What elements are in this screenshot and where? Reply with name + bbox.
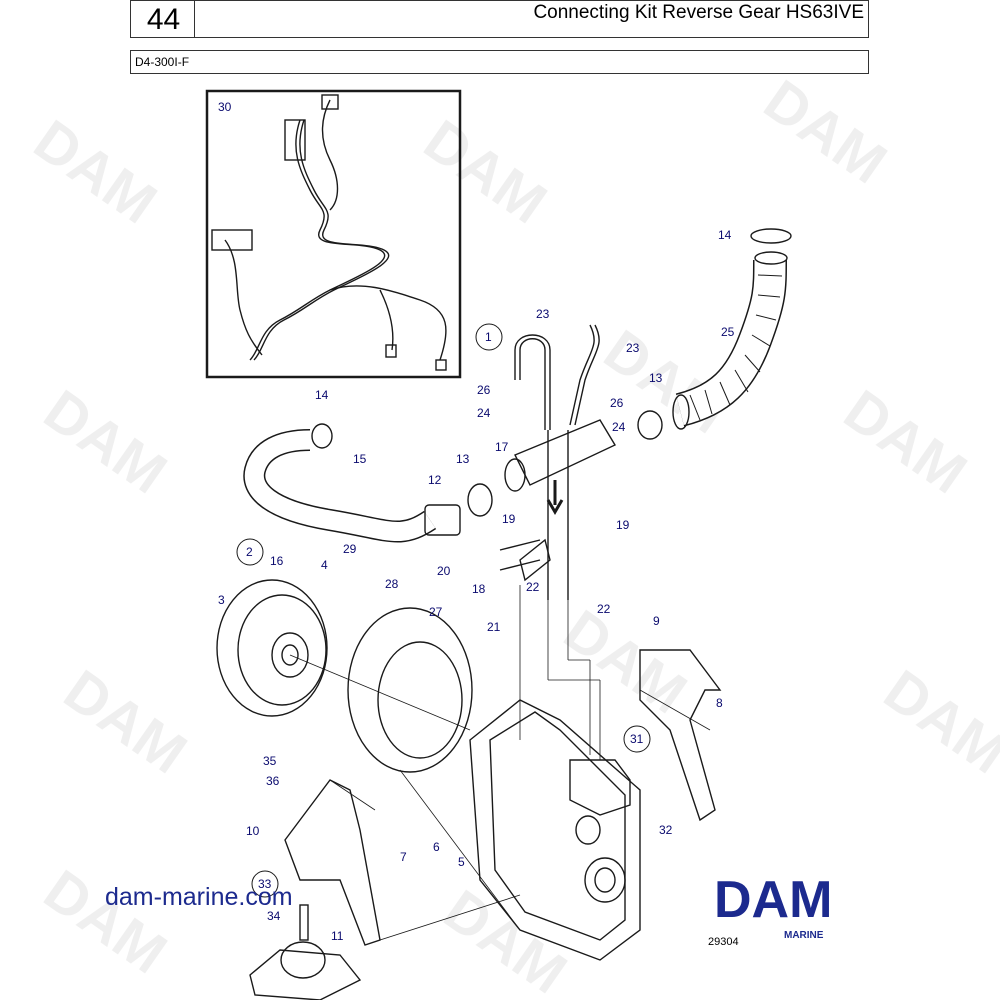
wiring-harness-inset xyxy=(205,89,462,379)
flywheel-coupling xyxy=(216,579,473,773)
page-number-box: 44 xyxy=(130,0,195,38)
callout-label: 23 xyxy=(626,341,640,355)
callout-label: 36 xyxy=(266,774,280,788)
callout-label: 8 xyxy=(716,696,723,710)
callout-label: 30 xyxy=(218,100,232,114)
callout-label: 11 xyxy=(331,929,344,943)
callout-label: 5 xyxy=(458,855,465,869)
logo-text: DAM xyxy=(714,871,832,929)
callout-label: 33 xyxy=(258,877,272,891)
engine-model: D4-300I-F xyxy=(135,55,190,69)
callout-label: 24 xyxy=(612,420,626,434)
dam-logo: DAM xyxy=(714,871,832,929)
reverse-gear-housing xyxy=(469,699,641,961)
callout-label: 9 xyxy=(653,614,660,628)
watermark: DAM xyxy=(23,107,168,236)
callout-label: 15 xyxy=(353,452,367,466)
callout-label: 19 xyxy=(502,512,516,526)
watermark: DAM xyxy=(33,377,178,506)
logo-subtext: MARINE xyxy=(784,930,824,941)
figure-number: 29304 xyxy=(708,936,739,948)
watermark: DAM xyxy=(413,107,558,236)
callout-label: 22 xyxy=(597,602,611,616)
callout-label: 32 xyxy=(659,823,673,837)
callout-label: 20 xyxy=(437,564,451,578)
title-box: Connecting Kit Reverse Gear HS63IVE xyxy=(194,0,869,38)
callout-circle xyxy=(475,323,503,351)
callout-label: 35 xyxy=(263,754,277,768)
callout-label: 28 xyxy=(385,577,399,591)
callout-label: 14 xyxy=(718,228,732,242)
callout-label: 24 xyxy=(477,406,491,420)
callout-label: 4 xyxy=(321,558,328,572)
reference-lines xyxy=(289,585,711,941)
callout-label: 12 xyxy=(428,473,442,487)
callout-label: 29 xyxy=(343,542,357,556)
callout-label: 13 xyxy=(456,452,470,466)
watermark: DAM xyxy=(33,857,178,986)
callout-label: 14 xyxy=(315,388,329,402)
oil-cooler-assembly xyxy=(499,324,616,600)
callout-label: 17 xyxy=(495,440,509,454)
callout-labels: 1 2 3 4 5 6 7 8 9 10 11 12 13 13 14 14 1… xyxy=(218,100,735,943)
callout-label: 7 xyxy=(400,850,407,864)
callout-label: 21 xyxy=(487,620,501,634)
callout-circle xyxy=(236,538,264,566)
callout-label: 23 xyxy=(536,307,550,321)
model-box: D4-300I-F xyxy=(130,50,869,74)
callout-label: 2 xyxy=(246,545,253,559)
hose-assembly xyxy=(243,228,792,543)
website-url[interactable]: dam-marine.com xyxy=(105,883,293,911)
page-number: 44 xyxy=(146,3,181,36)
callout-label: 16 xyxy=(270,554,284,568)
callout-label: 26 xyxy=(610,396,624,410)
watermark: DAM xyxy=(833,377,978,506)
callout-circle xyxy=(623,725,651,753)
callout-label: 13 xyxy=(649,371,663,385)
page-title: Connecting Kit Reverse Gear HS63IVE xyxy=(533,2,864,23)
callout-label: 3 xyxy=(218,593,225,607)
callout-label: 1 xyxy=(485,330,492,344)
callout-label: 25 xyxy=(721,325,735,339)
watermark: DAM xyxy=(553,597,698,726)
callout-label: 26 xyxy=(477,383,491,397)
callout-label: 19 xyxy=(616,518,630,532)
callout-circle xyxy=(251,870,279,898)
watermark: DAM xyxy=(873,657,1000,786)
callout-label: 6 xyxy=(433,840,440,854)
watermark: DAM xyxy=(433,877,578,1000)
callout-label: 27 xyxy=(429,605,443,619)
watermark: DAM xyxy=(53,657,198,786)
watermark: DAM xyxy=(753,67,898,196)
watermark-group: DAM DAM DAM DAM DAM DAM DAM DAM DAM DAM … xyxy=(23,67,1000,1000)
callout-label: 31 xyxy=(630,732,644,746)
callout-label: 18 xyxy=(472,582,486,596)
callout-label: 22 xyxy=(526,580,540,594)
callout-label: 34 xyxy=(267,909,281,923)
callout-label: 10 xyxy=(246,824,260,838)
